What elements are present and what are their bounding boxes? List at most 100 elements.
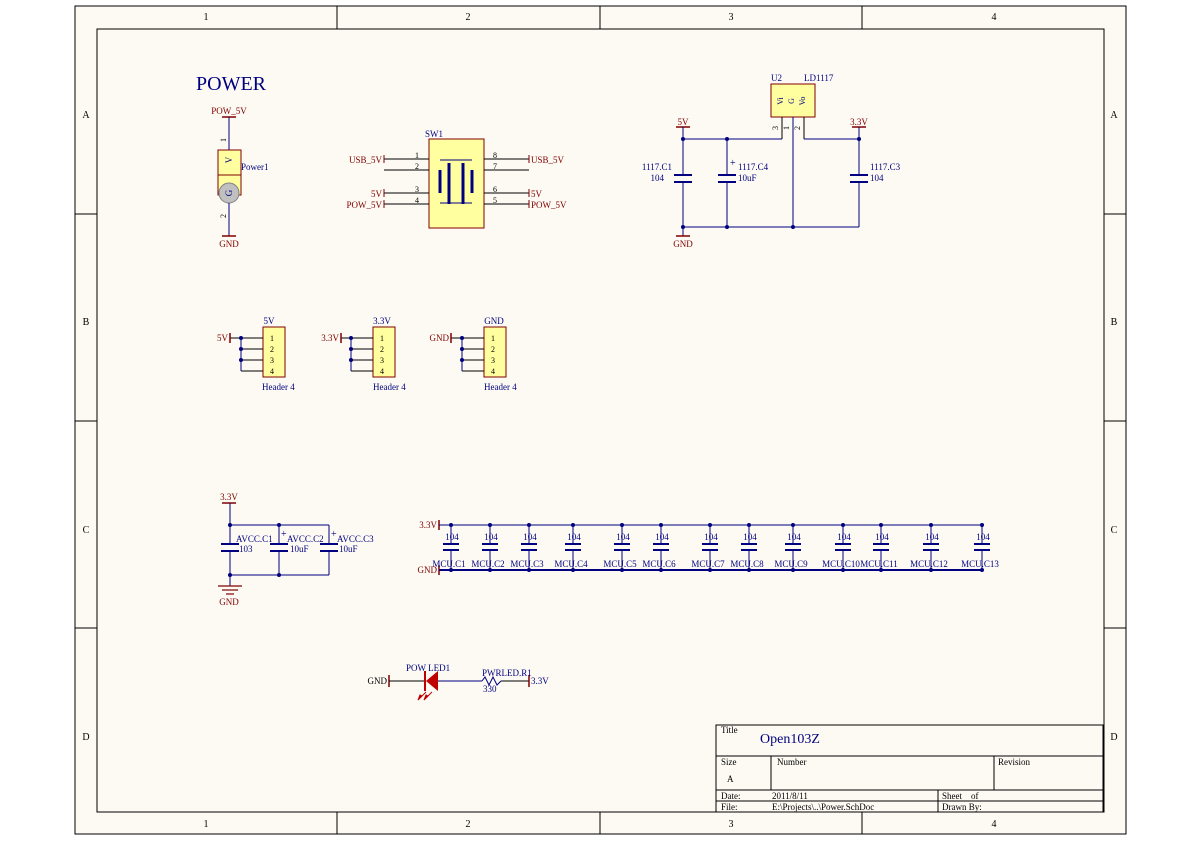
- mcu-capacitor-value: 104: [567, 532, 581, 542]
- switch-pin-6: 6: [493, 185, 497, 194]
- resistor-icon: [481, 675, 502, 687]
- size-value: A: [727, 774, 734, 784]
- switch-pin-2: 2: [415, 162, 419, 171]
- mcu-capacitor-value: 104: [445, 532, 459, 542]
- regulator-u2: +: [674, 83, 868, 237]
- header-gnd-pin-1: 1: [491, 334, 495, 343]
- power-led-circuit: [388, 671, 530, 701]
- header-3v3-net: 3.3V: [321, 333, 339, 343]
- mcu-capacitor-name: MCU.C1: [432, 559, 465, 569]
- zone-row-right-b: B: [1111, 317, 1118, 328]
- cap-avcc-c2-value: 10uF: [290, 544, 309, 554]
- svg-text:+: +: [281, 529, 287, 540]
- led-net-left: GND: [368, 676, 388, 686]
- switch-sw1: [383, 138, 530, 229]
- svg-text:+: +: [331, 529, 337, 540]
- switch-net-usb5v-right: USB_5V: [531, 155, 565, 165]
- zone-col-top-3: 3: [729, 12, 734, 23]
- zone-labels: 1 2 3 4 1 2 3 4 A B C D A B C D: [82, 12, 1118, 830]
- cap-avcc-c1-value: 103: [239, 544, 253, 554]
- zone-col-top-2: 2: [466, 12, 471, 23]
- avcc-caps: + +: [218, 502, 338, 595]
- cap-avcc-c2-name: AVCC.C2: [287, 534, 324, 544]
- polarity-plus-icon: +: [730, 158, 736, 169]
- power-jack-net-top: POW_5V: [211, 106, 247, 116]
- header-gnd-pin-2: 2: [491, 345, 495, 354]
- led-diode-icon: [426, 671, 438, 691]
- avcc-net-bottom: GND: [219, 597, 239, 607]
- power-jack: [217, 116, 242, 237]
- mcu-capacitor-value: 104: [616, 532, 630, 542]
- mcu-capacitor-value: 104: [523, 532, 537, 542]
- led-net-right: 3.3V: [531, 676, 549, 686]
- mcu-net-bottom: GND: [418, 565, 438, 575]
- cap-avcc-c1-name: AVCC.C1: [236, 534, 273, 544]
- regulator-pin-1: 1: [782, 126, 791, 130]
- zone-col-bottom-2: 2: [466, 819, 471, 830]
- mcu-capacitor-name: MCU.C4: [554, 559, 588, 569]
- header-3v3-pin-3: 3: [380, 356, 384, 365]
- mcu-capacitor-value: 104: [484, 532, 498, 542]
- regulator-pin-vo: Vo: [798, 97, 807, 106]
- zone-row-left-b: B: [83, 317, 90, 328]
- date-value: 2011/8/11: [772, 791, 808, 801]
- regulator-designator: U2: [771, 73, 782, 83]
- mcu-capacitor-name: MCU.C9: [774, 559, 808, 569]
- header-5v-pin-4: 4: [270, 367, 274, 376]
- inner-frame: [96, 28, 1105, 813]
- led-resistor-name: PWRLED.R1: [482, 668, 532, 678]
- mcu-capacitor-value: 104: [743, 532, 757, 542]
- zone-col-top-1: 1: [204, 12, 209, 23]
- switch-pin-3: 3: [415, 185, 419, 194]
- switch-pin-4: 4: [415, 196, 419, 205]
- header-5v-net: 5V: [217, 333, 229, 343]
- header-5v: [229, 326, 286, 378]
- header-5v-pin-1: 1: [270, 334, 274, 343]
- header-gnd-net: GND: [430, 333, 450, 343]
- header-gnd-part: Header 4: [484, 382, 517, 392]
- mcu-capacitor-name: MCU.C5: [603, 559, 637, 569]
- mcu-capacitor-value: 104: [875, 532, 889, 542]
- header-5v-pin-2: 2: [270, 345, 274, 354]
- mcu-capacitor-value: 104: [787, 532, 801, 542]
- header-5v-pin-3: 3: [270, 356, 274, 365]
- file-label: File:: [721, 802, 738, 812]
- switch-net-pow5v-left: POW_5V: [347, 200, 383, 210]
- cap-1117-c1-name: 1117.C1: [642, 162, 672, 172]
- cap-1117-c3-value: 104: [870, 173, 884, 183]
- header-3v3: [340, 326, 396, 378]
- regulator-pin-vi: Vi: [776, 96, 785, 104]
- power-jack-pin-1: 1: [219, 138, 228, 142]
- zone-row-right-d: D: [1110, 732, 1117, 743]
- switch-designator: SW1: [425, 129, 443, 139]
- revision-label: Revision: [998, 757, 1031, 767]
- header-3v3-title: 3.3V: [373, 316, 391, 326]
- header-gnd-pin-3: 3: [491, 356, 495, 365]
- avcc-net-top: 3.3V: [220, 492, 238, 502]
- switch-net-5v-right: 5V: [531, 189, 543, 199]
- mcu-capacitor-name: MCU.C12: [910, 559, 948, 569]
- ground-symbol-icon: [218, 585, 242, 595]
- cap-1117-c1-value: 104: [651, 173, 665, 183]
- zone-col-top-4: 4: [992, 12, 997, 23]
- header-gnd-pin-4: 4: [491, 367, 495, 376]
- number-label: Number: [777, 757, 807, 767]
- title-block: [715, 724, 1104, 813]
- regulator-net-in: 5V: [678, 117, 690, 127]
- zone-dividers: [75, 6, 1126, 834]
- header-gnd-title: GND: [484, 316, 504, 326]
- regulator-pin-2: 2: [793, 126, 802, 130]
- header-5v-title: 5V: [264, 316, 276, 326]
- file-value: E:\Projects\..\Power.SchDoc: [772, 802, 874, 812]
- regulator-part: LD1117: [804, 73, 834, 83]
